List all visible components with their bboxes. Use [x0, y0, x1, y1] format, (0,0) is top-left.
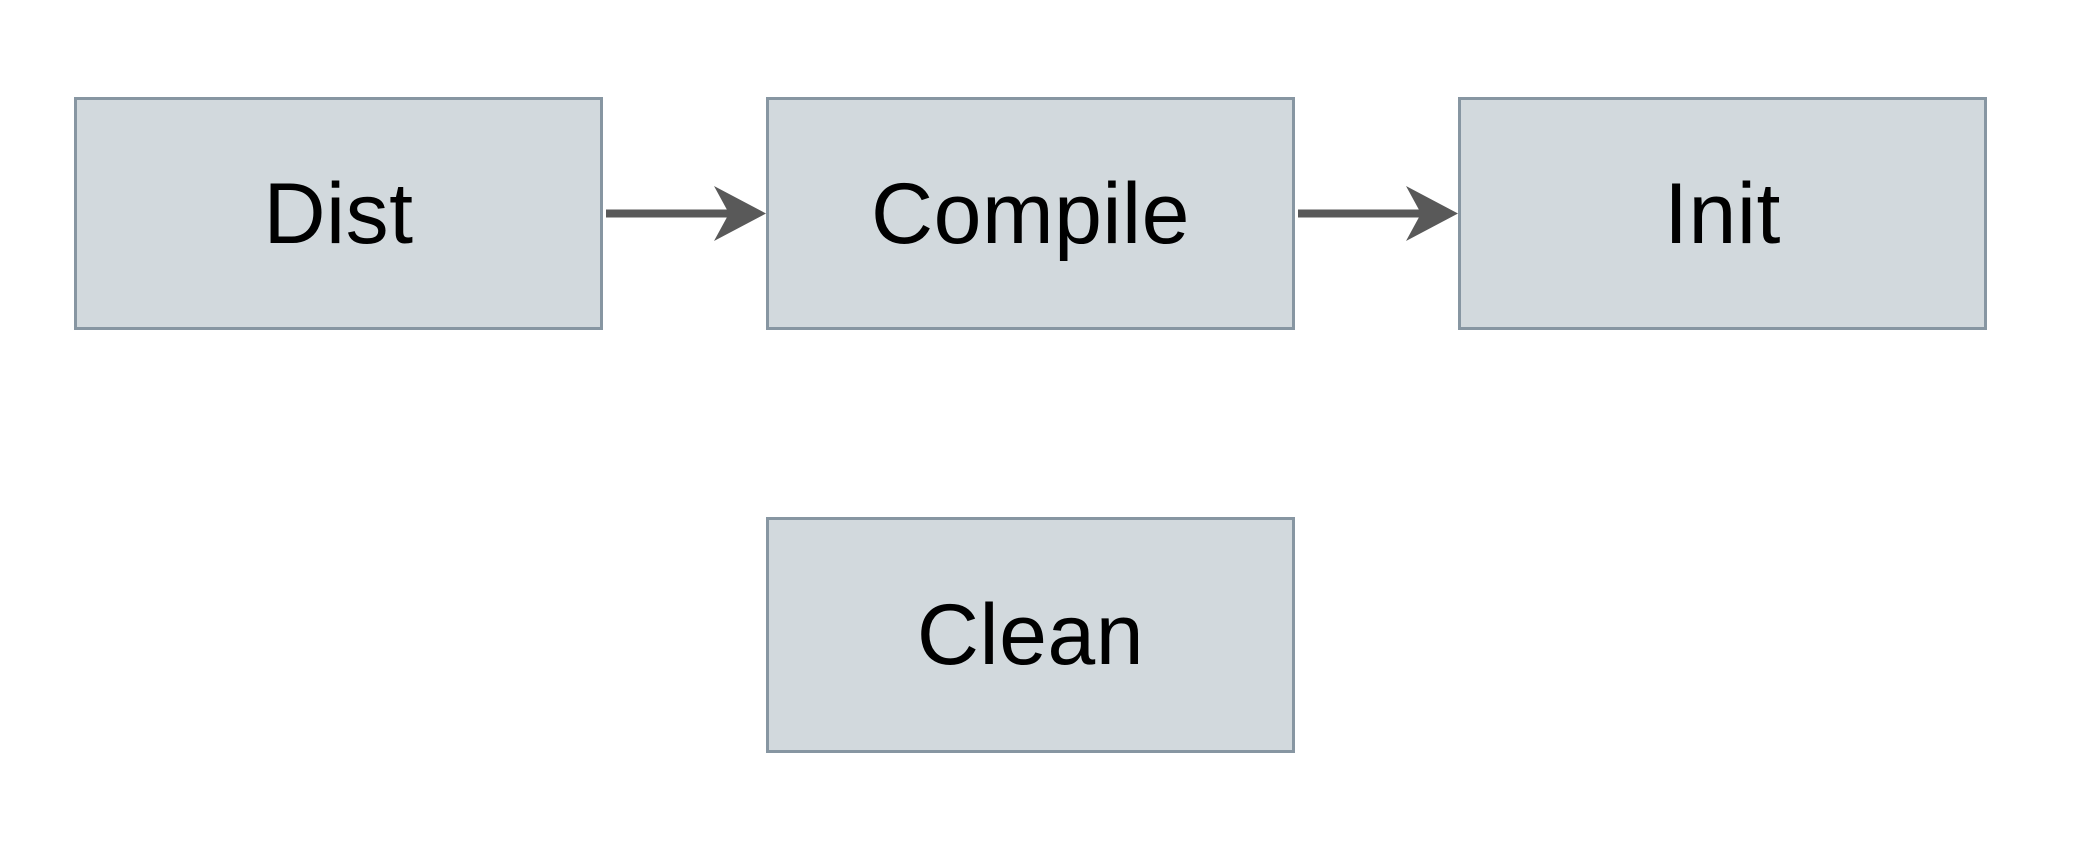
node-clean[interactable]: Clean	[766, 517, 1295, 753]
node-init[interactable]: Init	[1458, 97, 1987, 330]
node-clean-label: Clean	[916, 587, 1145, 683]
edge-compile-to-init[interactable]	[1298, 186, 1458, 241]
arrowhead-icon	[1406, 186, 1458, 241]
arrowhead-icon	[714, 186, 766, 241]
node-compile-label: Compile	[871, 165, 1190, 262]
node-init-label: Init	[1664, 165, 1781, 262]
node-dist-label: Dist	[263, 165, 414, 262]
node-dist[interactable]: Dist	[74, 97, 603, 330]
edge-dist-to-compile[interactable]	[606, 186, 766, 241]
node-compile[interactable]: Compile	[766, 97, 1295, 330]
